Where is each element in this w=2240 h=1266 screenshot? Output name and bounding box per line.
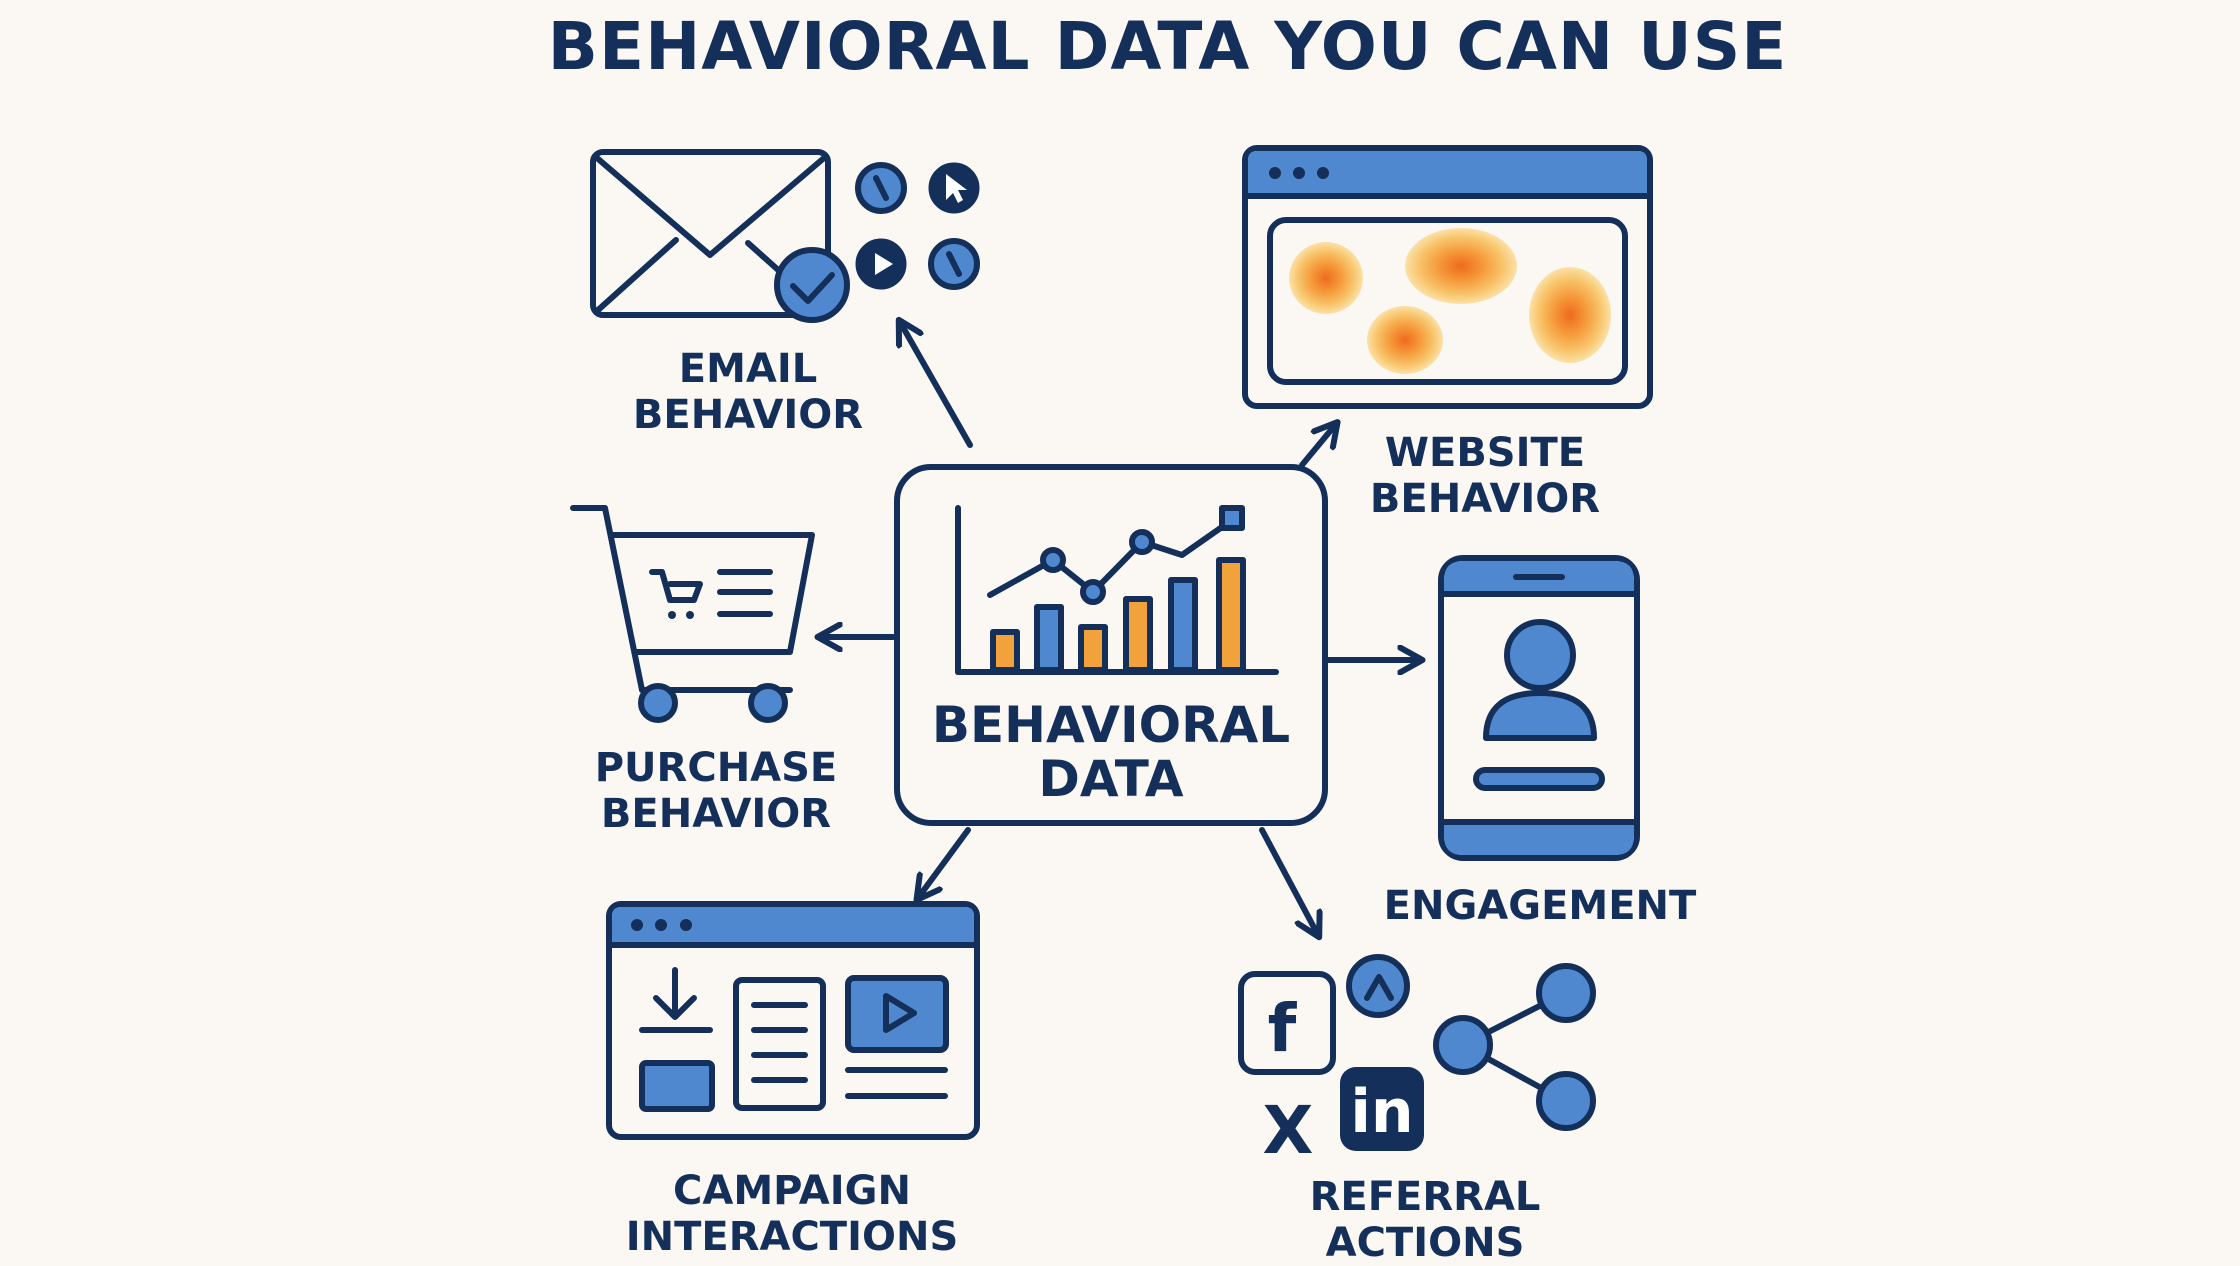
center-label: BEHAVIORAL DATA — [931, 696, 1291, 808]
heat-spot — [1529, 267, 1611, 363]
shopping-cart-icon — [570, 505, 815, 723]
social-icons: f in X — [1238, 954, 1424, 1169]
campaign-browser-icon — [606, 901, 980, 1140]
facebook-icon — [1238, 971, 1336, 1075]
email-behavior-label: EMAIL BEHAVIOR — [632, 346, 864, 438]
heat-spot — [1405, 228, 1517, 304]
engagement-label: ENGAGEMENT — [1383, 883, 1697, 929]
arrow-to-website — [1299, 424, 1336, 468]
check-badge-icon — [774, 247, 850, 323]
facebook-glyph: f — [1268, 990, 1298, 1067]
referral-actions-label: REFERRAL ACTIONS — [1309, 1174, 1541, 1266]
page-title: BEHAVIORAL DATA YOU CAN USE — [547, 8, 1788, 85]
heat-spot — [1289, 242, 1363, 314]
download-icon — [639, 967, 715, 1112]
campaign-interactions-label: CAMPAIGN INTERACTIONS — [625, 1168, 959, 1260]
heat-spot — [1367, 306, 1443, 374]
phone-profile-icon — [1438, 555, 1640, 861]
document-icon — [733, 977, 826, 1111]
arrow-badge-icon — [1346, 954, 1410, 1018]
center-data-box — [894, 464, 1328, 826]
linkedin-glyph: in — [1350, 1077, 1413, 1147]
arrow-to-campaign — [918, 827, 971, 898]
connector-arrows — [820, 322, 1420, 935]
browser-heatmap-icon — [1242, 145, 1653, 409]
video-icon — [845, 975, 949, 1099]
arrow-to-email — [900, 322, 973, 448]
purchase-behavior-label: PURCHASE BEHAVIOR — [594, 745, 838, 837]
arrow-to-referral — [1259, 827, 1318, 935]
click-icons — [855, 162, 980, 290]
website-behavior-label: WEBSITE BEHAVIOR — [1369, 430, 1601, 522]
linkedin-icon — [1340, 1067, 1424, 1151]
x-glyph: X — [1263, 1092, 1314, 1169]
bar-chart-icon — [955, 505, 1279, 675]
share-icon — [1433, 963, 1596, 1131]
